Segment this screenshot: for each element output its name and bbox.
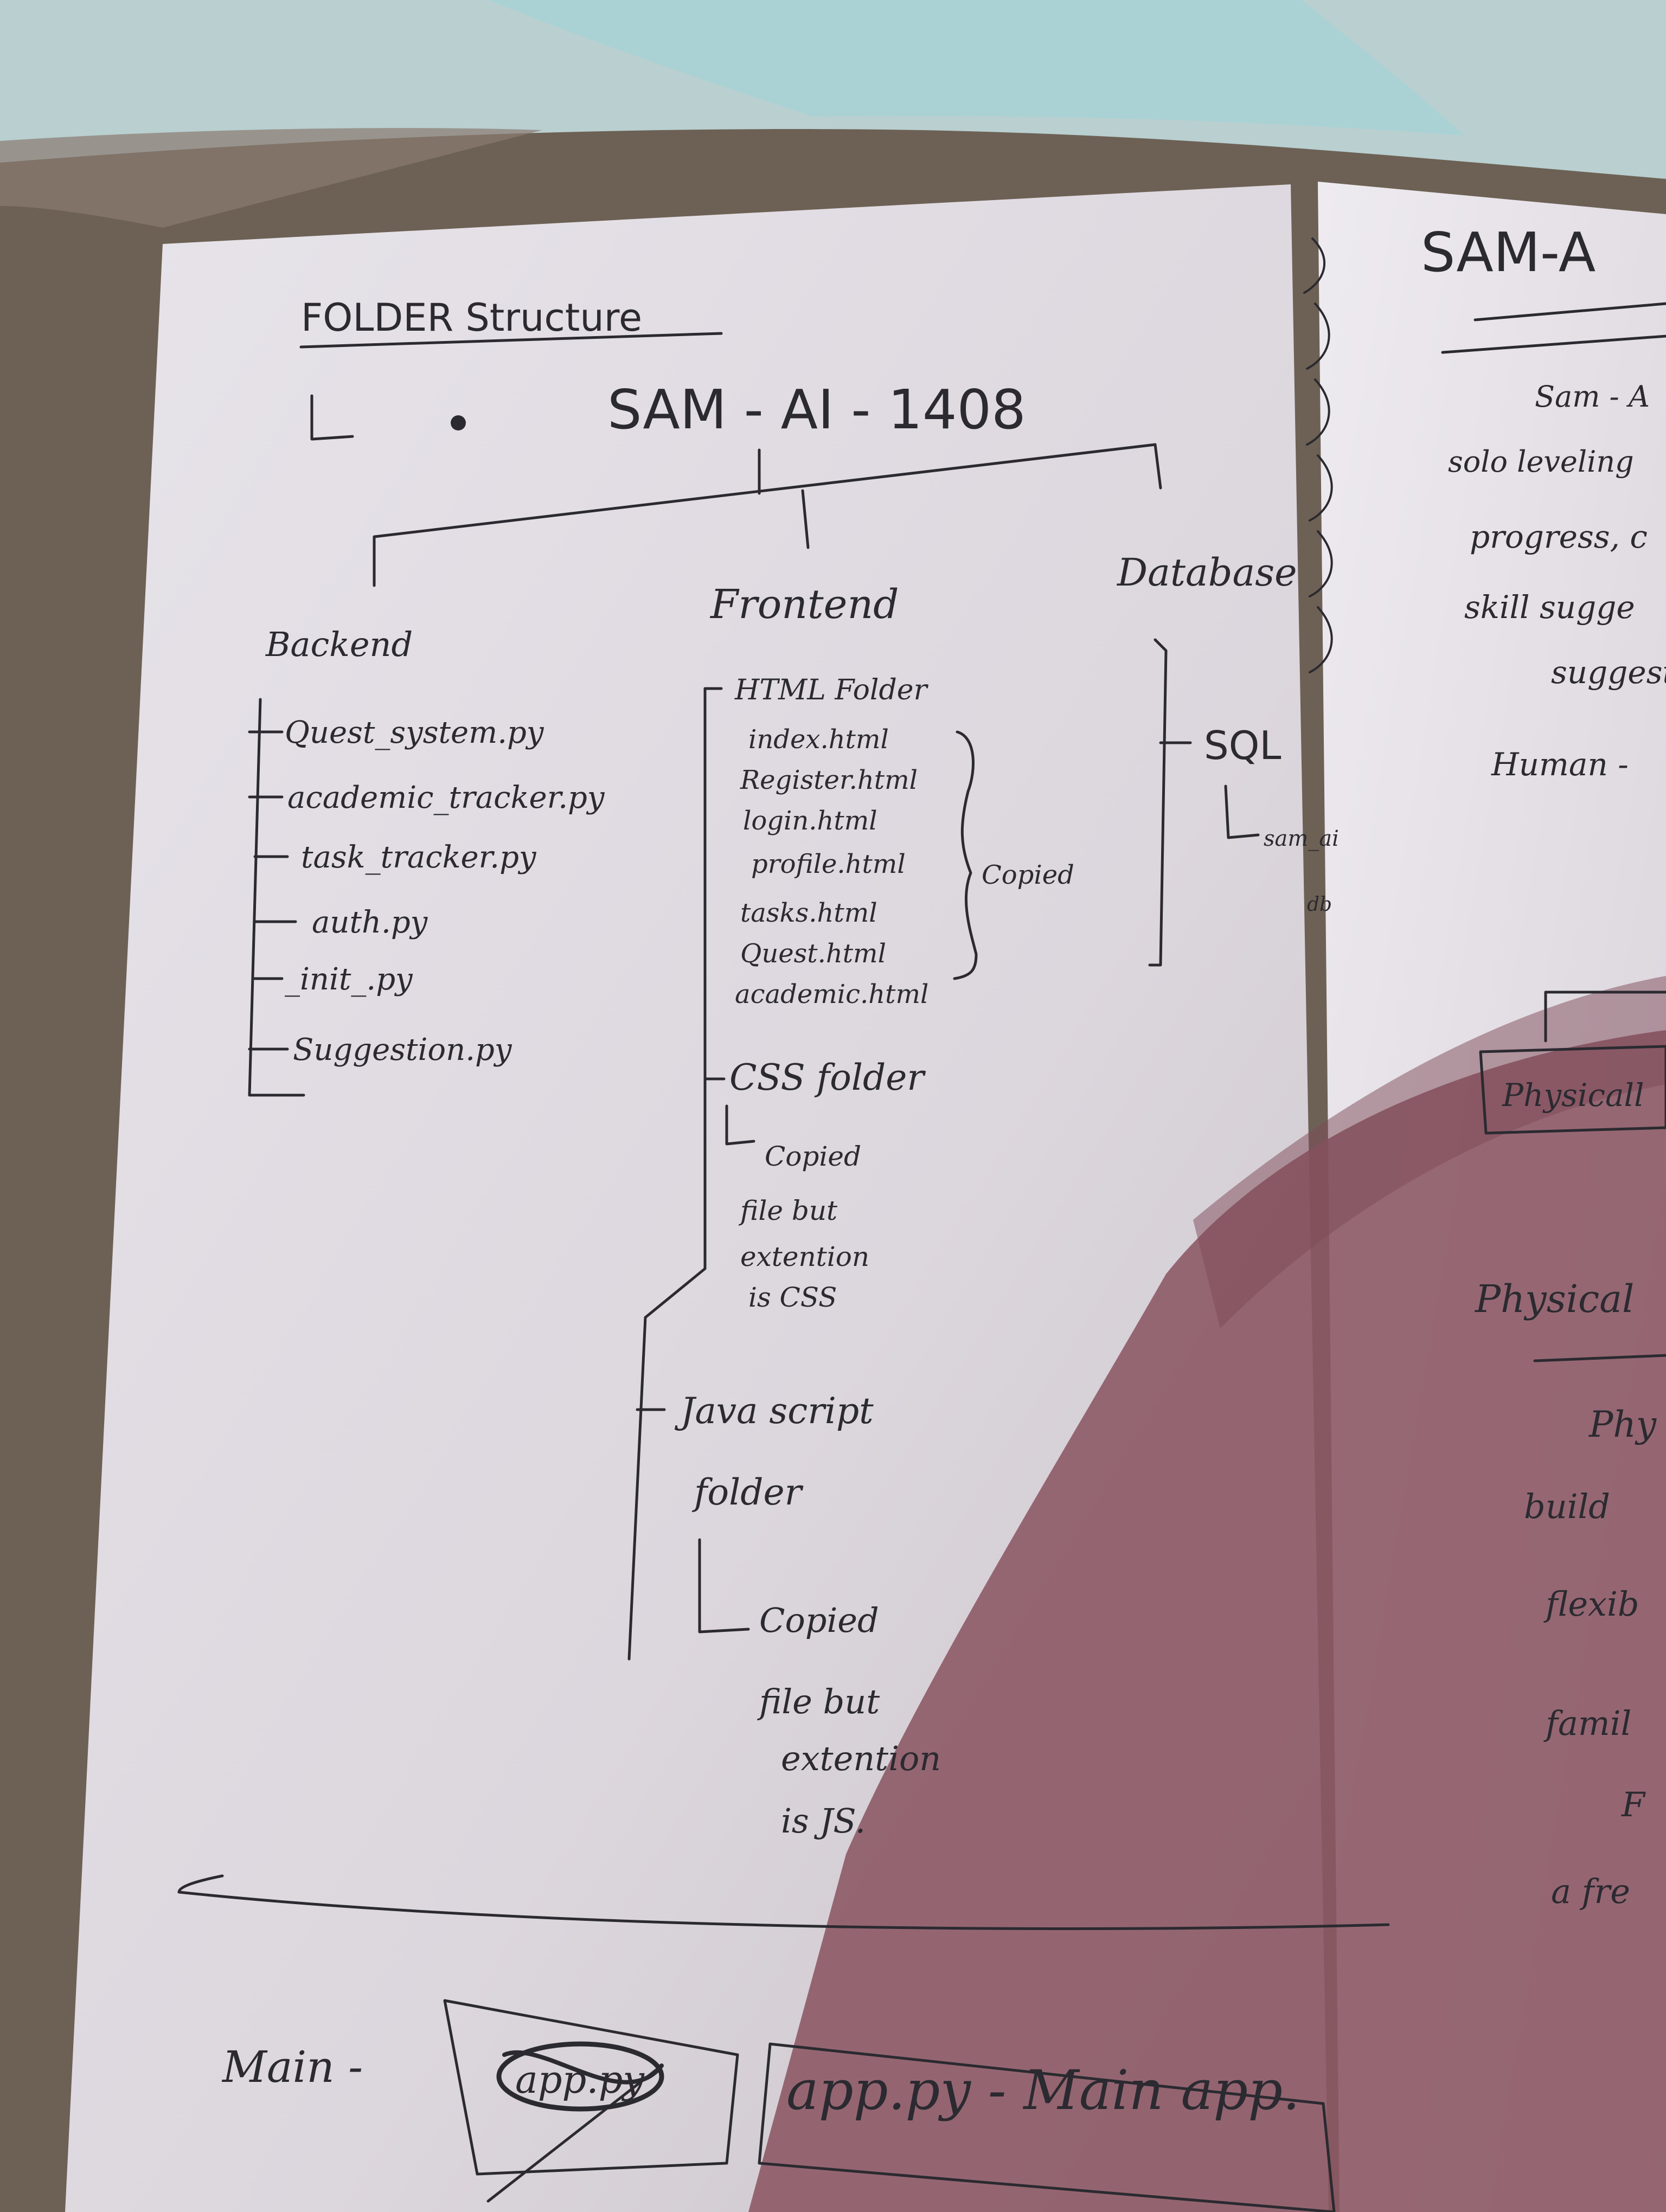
html-file: Quest.html xyxy=(740,938,886,969)
svg-text:Copied: Copied xyxy=(765,1141,861,1172)
backend-file: task_tracker.py xyxy=(301,840,537,875)
svg-text:Physicall: Physicall xyxy=(1502,1077,1644,1114)
html-file-list: index.html Register.html login.html prof… xyxy=(735,724,928,1009)
backend-file: academic_tracker.py xyxy=(287,780,605,815)
page-divider xyxy=(177,1874,1390,1930)
main-app-box: app.py - Main app. xyxy=(758,2042,1336,2212)
svg-text:is JS.: is JS. xyxy=(781,1801,866,1841)
svg-text:file but: file but xyxy=(757,1682,880,1721)
backend-file: auth.py xyxy=(312,905,428,940)
css-folder: CSS folder xyxy=(729,1057,926,1098)
svg-text:famil: famil xyxy=(1543,1703,1631,1743)
right-page-text: SAM-A Sam - A solo leveling progress, c … xyxy=(1421,221,1666,1911)
svg-text:Physical: Physical xyxy=(1474,1277,1634,1321)
css-note: Copied file but extention is CSS xyxy=(738,1141,869,1313)
js-folder: Java script xyxy=(674,1390,874,1432)
html-file: academic.html xyxy=(735,979,928,1009)
backend-file-list: Quest_system.py academic_tracker.py task… xyxy=(248,715,605,1068)
sql-note: sam_ai xyxy=(1264,826,1339,851)
backend-file: Quest_system.py xyxy=(285,715,544,750)
root-folder: SAM - AI - 1408 xyxy=(607,378,1026,441)
html-folder: HTML Folder xyxy=(734,674,929,706)
sql-note: db xyxy=(1307,893,1332,916)
copied-brace xyxy=(953,730,978,980)
main-label: Main - xyxy=(221,2042,363,2092)
shadow xyxy=(748,1030,1666,2212)
svg-text:skill sugge: skill sugge xyxy=(1464,589,1635,626)
svg-text:is CSS: is CSS xyxy=(748,1282,837,1313)
js-folder: folder xyxy=(691,1471,804,1513)
svg-text:Human -: Human - xyxy=(1491,746,1629,783)
svg-text:build: build xyxy=(1524,1487,1610,1526)
database-label: Database xyxy=(1116,550,1297,595)
svg-text:progress, c: progress, c xyxy=(1470,518,1648,555)
spiral-binding xyxy=(1303,237,1333,673)
html-file: Register.html xyxy=(740,765,918,795)
html-file: tasks.html xyxy=(740,898,877,928)
html-file: profile.html xyxy=(751,849,906,879)
svg-text:a fre: a fre xyxy=(1551,1872,1630,1911)
backend-label: Backend xyxy=(265,625,413,664)
js-note: Copied file but extention is JS. xyxy=(757,1600,941,1841)
main-app: app.py - Main app. xyxy=(786,2059,1300,2122)
svg-text:file but: file but xyxy=(738,1195,838,1226)
svg-text:Sam - A: Sam - A xyxy=(1535,380,1650,414)
svg-text:Phy: Phy xyxy=(1588,1404,1657,1445)
backend-file: _init_.py xyxy=(285,962,413,997)
html-file: index.html xyxy=(748,724,889,755)
svg-text:flexib: flexib xyxy=(1543,1584,1639,1624)
svg-text:solo leveling: solo leveling xyxy=(1448,445,1634,479)
svg-text:extention: extention xyxy=(781,1739,941,1778)
svg-text:Copied: Copied xyxy=(759,1600,879,1640)
right-page-title: SAM-A xyxy=(1421,221,1595,284)
svg-text:F: F xyxy=(1621,1785,1646,1824)
svg-text:extention: extention xyxy=(740,1241,869,1272)
copied-note: Copied xyxy=(982,860,1074,890)
page-heading: FOLDER Structure xyxy=(301,295,642,340)
backend-file: Suggestion.py xyxy=(293,1032,512,1068)
sql-label: SQL xyxy=(1204,723,1281,768)
frontend-label: Frontend xyxy=(709,581,899,628)
struck-app-box: app.py xyxy=(443,1999,739,2203)
root-arrow xyxy=(310,394,354,441)
html-file: login.html xyxy=(743,806,877,836)
svg-text:suggest: suggest xyxy=(1551,654,1666,691)
